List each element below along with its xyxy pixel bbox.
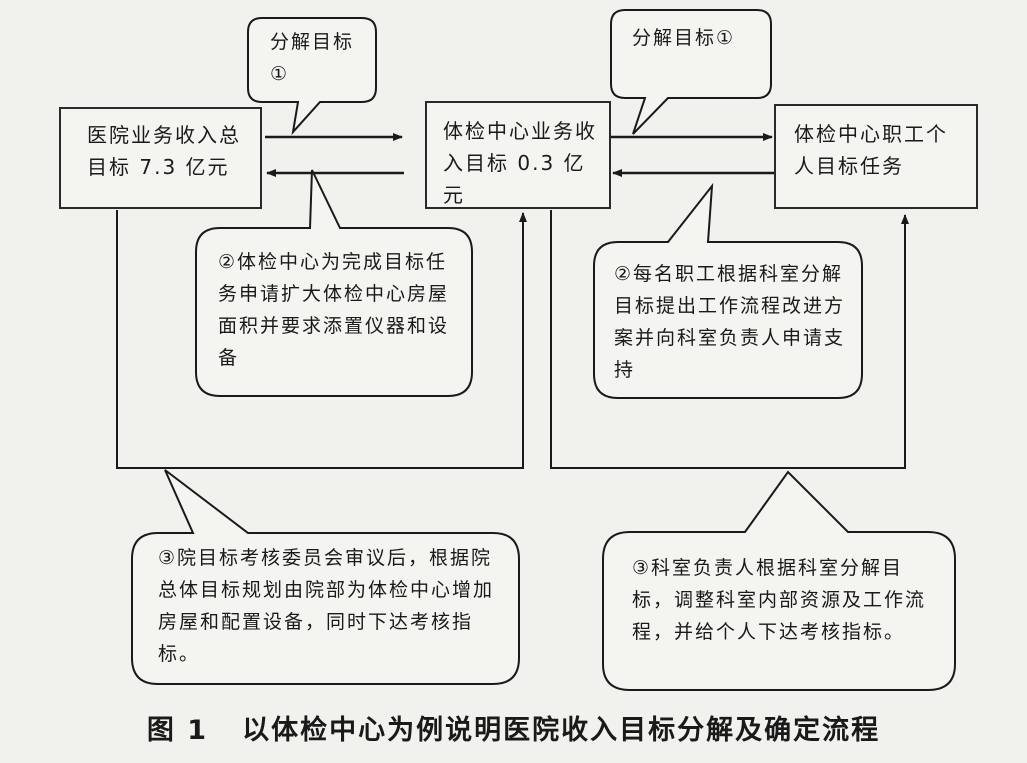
center-target-label: 体检中心业务收入目标 0.3 亿元 <box>443 119 597 207</box>
staff-target-label: 体检中心职工个人目标任务 <box>794 122 948 178</box>
callout-request-left-shape <box>195 169 473 397</box>
callout-request-right-shape <box>593 182 863 399</box>
callout-decompose-left-text: 分解目标① <box>270 31 355 85</box>
callout-decompose-left-shape <box>247 17 377 136</box>
figure-caption: 图 1 以体检中心为例说明医院收入目标分解及确定流程 <box>0 708 1027 747</box>
connector-layer <box>116 9 956 691</box>
center-target-box: 体检中心业务收入目标 0.3 亿元 <box>425 101 611 209</box>
callout-review-left-text: ③院目标考核委员会审议后，根据院总体目标规划由院部为体检中心增加房屋和配置设备，… <box>158 547 495 665</box>
callout-review-right: ③科室负责人根据科室分解目标，调整科室内部资源及工作流程，并给个人下达考核指标。 <box>632 552 942 648</box>
figure-number: 图 1 <box>146 715 209 746</box>
callout-request-left: ②体检中心为完成目标任务申请扩大体检中心房屋面积并要求添置仪器和设备 <box>218 246 460 374</box>
callout-decompose-left: 分解目标① <box>270 26 370 90</box>
hospital-target-label: 医院业务收入总目标 7.3 亿元 <box>87 123 241 179</box>
callout-decompose-right: 分解目标① <box>632 22 767 54</box>
callout-review-left: ③院目标考核委员会审议后，根据院总体目标规划由院部为体检中心增加房屋和配置设备，… <box>158 542 508 670</box>
loop-hospital-to-center <box>116 210 527 469</box>
callout-request-left-text: ②体检中心为完成目标任务申请扩大体检中心房屋面积并要求添置仪器和设备 <box>218 251 450 369</box>
callout-request-right-text: ②每名职工根据科室分解目标提出工作流程改进方案并向科室负责人申请支持 <box>614 263 846 381</box>
staff-target-box: 体检中心职工个人目标任务 <box>774 104 978 209</box>
callout-request-right: ②每名职工根据科室分解目标提出工作流程改进方案并向科室负责人申请支持 <box>614 258 854 386</box>
loop-center-to-staff <box>550 210 909 469</box>
callout-decompose-right-text: 分解目标① <box>632 27 736 49</box>
figure-title: 以体检中心为例说明医院收入目标分解及确定流程 <box>242 715 881 746</box>
callout-review-right-shape <box>602 470 956 691</box>
callout-review-right-text: ③科室负责人根据科室分解目标，调整科室内部资源及工作流程，并给个人下达考核指标。 <box>632 557 927 643</box>
hospital-target-box: 医院业务收入总目标 7.3 亿元 <box>59 107 262 209</box>
callout-review-left-shape <box>131 469 520 685</box>
callout-decompose-right-shape <box>610 9 772 135</box>
